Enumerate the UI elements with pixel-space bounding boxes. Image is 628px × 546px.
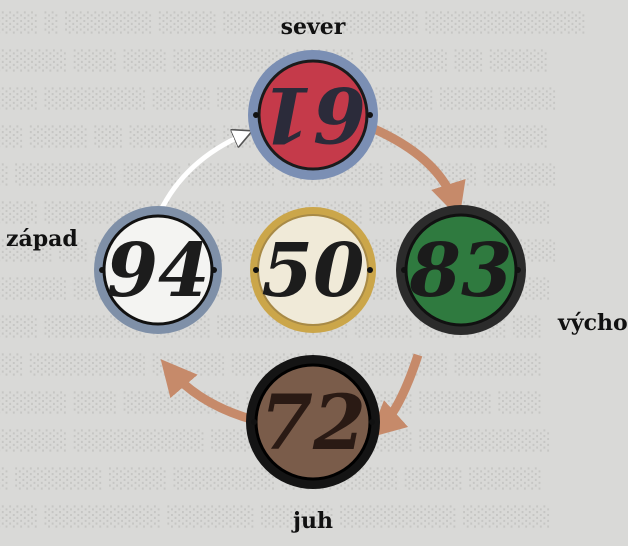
label-south: juh: [291, 508, 333, 534]
circle-east-number: 83: [409, 228, 513, 314]
circle-north-number: 61: [260, 70, 366, 159]
circle-center-number: 50: [262, 228, 365, 314]
circle-center: 50: [250, 207, 376, 333]
arrow-west-to-north: [157, 134, 245, 214]
arrow-east-to-south: [369, 353, 423, 438]
circle-west-number: 94: [107, 228, 210, 314]
circle-south-number: 72: [260, 378, 366, 467]
label-west: západ: [6, 226, 78, 252]
circle-south: 72: [246, 355, 380, 489]
circle-east: 83: [396, 205, 526, 335]
label-north: sever: [281, 14, 346, 40]
circle-west: 94: [94, 206, 222, 334]
circle-north: 61: [248, 50, 378, 180]
label-east: východ: [557, 310, 628, 336]
arrow-north-to-east: [370, 123, 466, 219]
arrow-south-to-west: [160, 359, 256, 425]
